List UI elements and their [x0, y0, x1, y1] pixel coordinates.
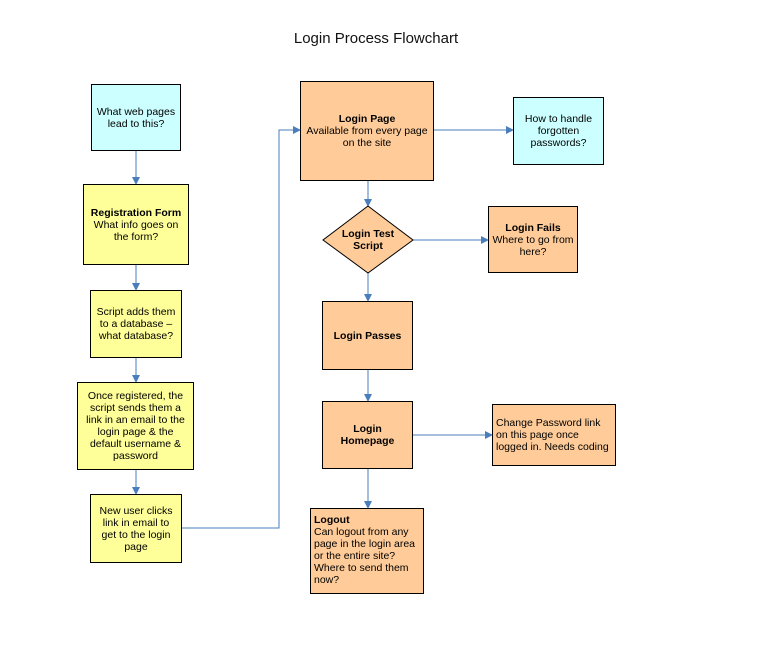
node-change-password-text: Change Password link on this page once l…: [496, 417, 609, 453]
node-registration-form-heading: Registration Form: [90, 206, 182, 219]
diagram-title: Login Process Flowchart: [293, 30, 459, 47]
node-login-page-text: Available from every page on the site: [306, 125, 428, 149]
node-login-passes: Login Passes: [322, 301, 413, 370]
node-web-pages-text: What web pages lead to this?: [96, 105, 176, 130]
node-registration-form-text: What info goes on the form?: [93, 218, 179, 243]
node-login-fails: Login Fails Where to go from here?: [488, 206, 578, 273]
node-change-password: Change Password link on this page once l…: [492, 404, 616, 466]
node-forgotten-passwords: How to handle forgotten passwords?: [513, 97, 604, 165]
node-login-fails-text: Where to go from here?: [492, 233, 574, 258]
node-web-pages: What web pages lead to this?: [91, 84, 181, 151]
node-logout-text: Can logout from any page in the login ar…: [314, 526, 415, 586]
diamond-shape-login-test: [322, 205, 414, 274]
connector-newuser-to-loginpage: [182, 126, 301, 529]
node-new-user-clicks-text: New user clicks link in email to get to …: [99, 504, 173, 553]
node-login-page-heading: Login Page: [338, 113, 396, 125]
node-login-test-script: Login Test Script: [336, 220, 400, 260]
node-login-fails-heading: Login Fails: [505, 221, 561, 234]
node-login-passes-heading: Login Passes: [333, 329, 402, 342]
node-logout-heading: Logout: [314, 514, 350, 526]
node-once-registered-text: Once registered, the script sends them a…: [86, 390, 185, 462]
node-login-page: Login Page Available from every page on …: [300, 81, 434, 181]
node-login-test-script-heading: Login Test Script: [341, 228, 395, 252]
node-login-homepage-heading: Login Homepage: [340, 423, 395, 447]
node-forgotten-passwords-text: How to handle forgotten passwords?: [524, 113, 593, 149]
node-once-registered: Once registered, the script sends them a…: [77, 382, 194, 470]
node-login-homepage: Login Homepage: [322, 401, 413, 469]
node-new-user-clicks: New user clicks link in email to get to …: [90, 494, 182, 563]
node-script-database: Script adds them to a database – what da…: [90, 290, 182, 358]
node-script-database-text: Script adds them to a database – what da…: [96, 306, 176, 342]
node-logout: Logout Can logout from any page in the l…: [310, 508, 424, 594]
node-registration-form: Registration Form What info goes on the …: [83, 184, 189, 265]
